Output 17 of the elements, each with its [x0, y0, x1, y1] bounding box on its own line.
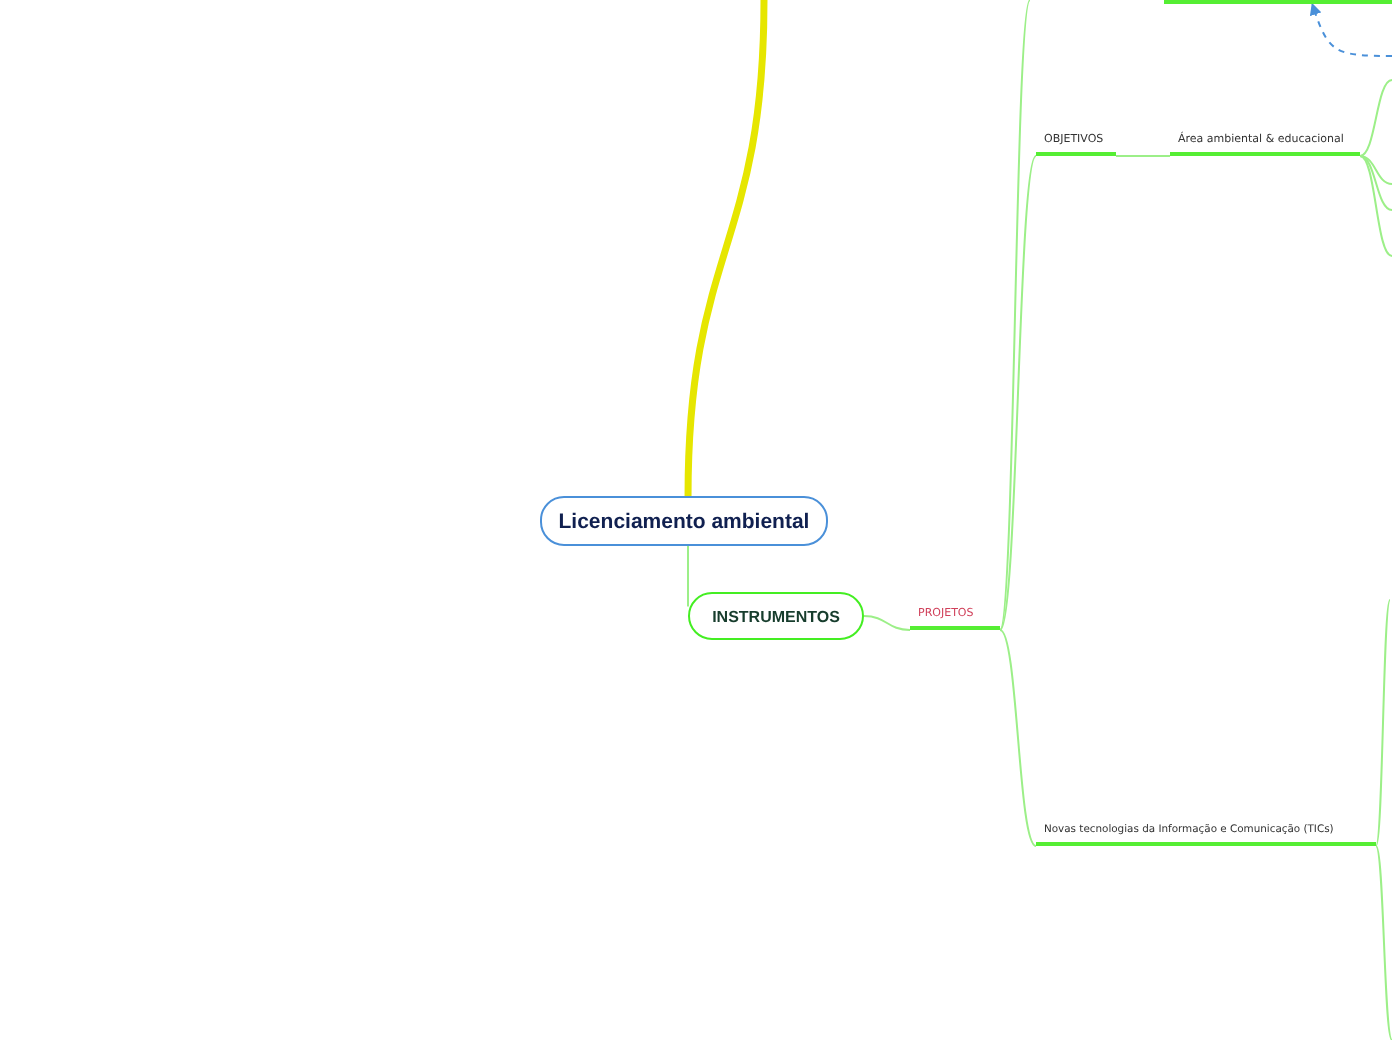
branch-line: [684, 0, 768, 497]
branch-line: [1359, 79, 1392, 157]
topic-box: Licenciamento ambiental: [540, 496, 828, 546]
branch-line: [999, 629, 1037, 847]
branch-line: [1359, 155, 1392, 211]
branch-line: [1359, 155, 1392, 257]
branch-line: [863, 615, 911, 631]
branch-line: [1375, 845, 1392, 1040]
branch-topic: [1170, 126, 1360, 156]
topic-box: INSTRUMENTOS: [688, 592, 864, 640]
branch-line: [999, 155, 1037, 631]
branch-line: [1115, 155, 1171, 157]
branch-line: [1375, 599, 1391, 847]
branch-line: [687, 545, 690, 608]
branch-line: [1359, 155, 1392, 185]
arrow: [1310, 2, 1392, 57]
branch-line: [999, 0, 1031, 631]
